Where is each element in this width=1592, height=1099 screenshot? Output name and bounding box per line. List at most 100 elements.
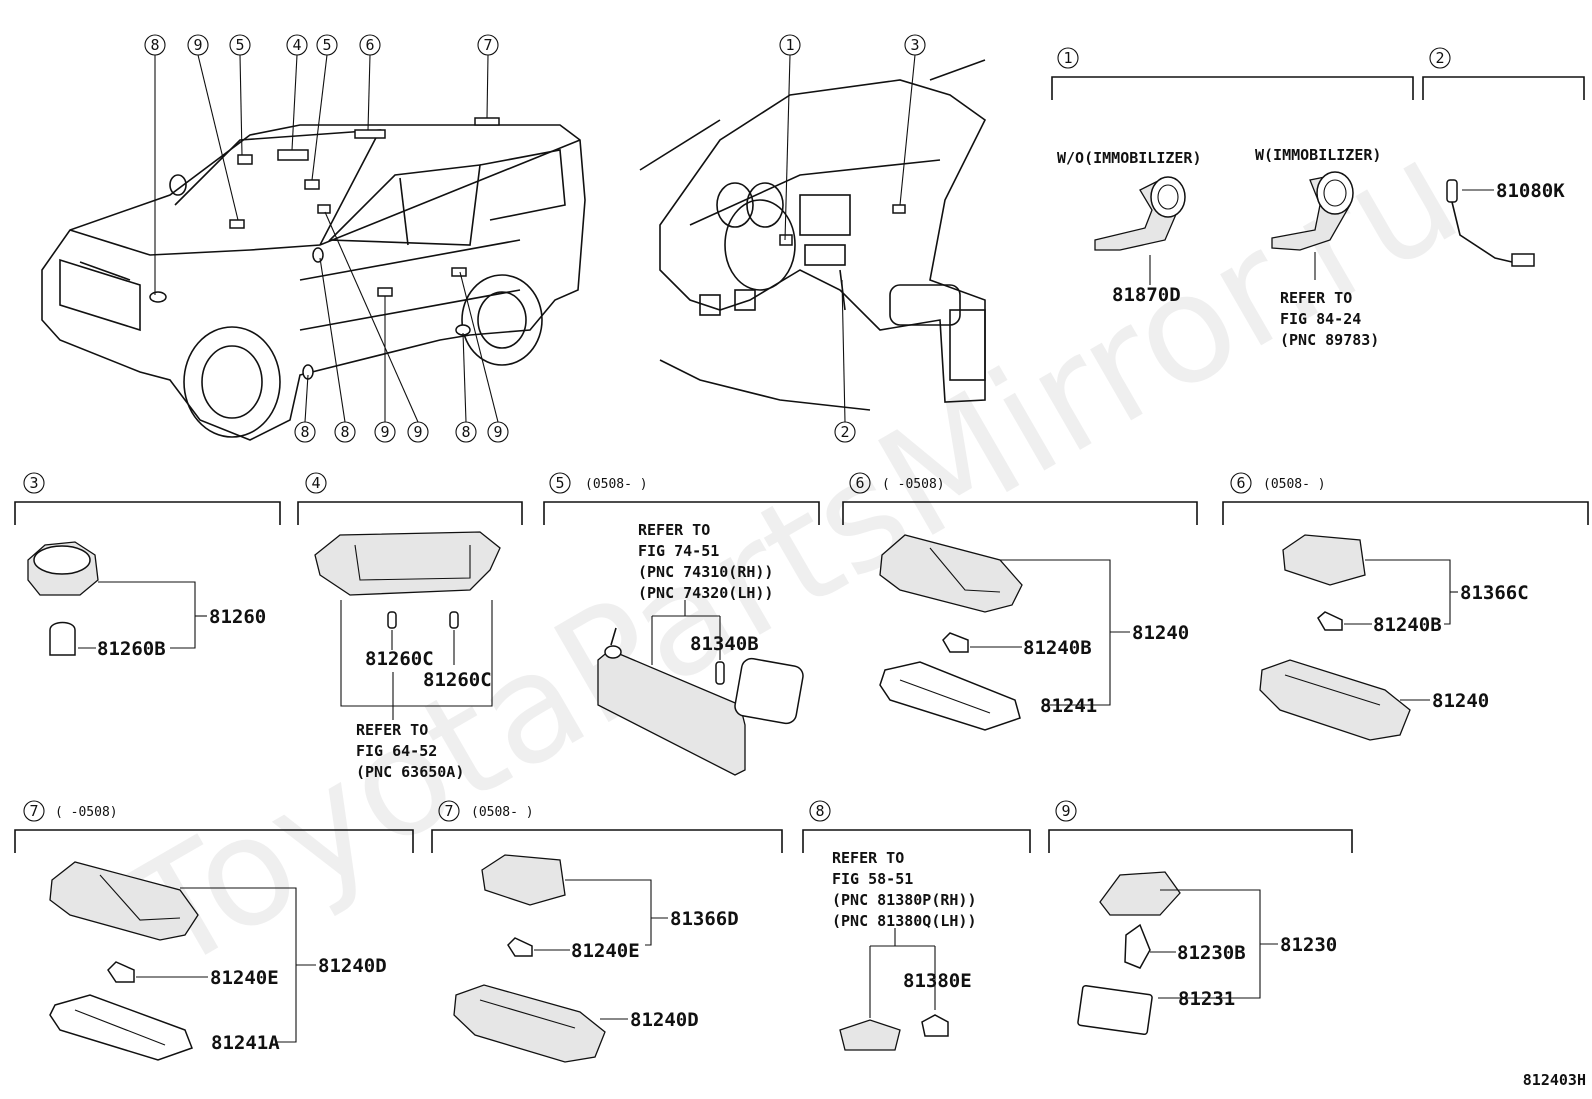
callout-1: 1: [779, 34, 801, 56]
svg-text:9: 9: [193, 36, 202, 54]
svg-text:5: 5: [555, 474, 564, 492]
svg-text:81240E: 81240E: [210, 967, 279, 989]
callout-9: 9: [374, 421, 396, 443]
svg-text:81080K: 81080K: [1496, 180, 1565, 202]
svg-text:8: 8: [150, 36, 159, 54]
svg-text:REFER TO: REFER TO: [832, 849, 904, 867]
svg-text:9: 9: [413, 423, 422, 441]
svg-text:7: 7: [444, 802, 453, 820]
svg-text:81366D: 81366D: [670, 908, 739, 930]
svg-text:81241A: 81241A: [211, 1032, 280, 1054]
svg-text:W(IMMOBILIZER): W(IMMOBILIZER): [1255, 146, 1381, 164]
section-7-room-lamp-early: 7 ( -0508) 81240D 81240E 81241A: [14, 800, 414, 1061]
section-6-dome-lamp-early: 6 ( -0508) 81240 81240B 81241: [842, 472, 1198, 731]
callout-6: 6: [359, 34, 381, 56]
svg-text:FIG 74-51: FIG 74-51: [638, 542, 719, 560]
svg-text:( -0508): ( -0508): [882, 477, 945, 492]
svg-text:81230B: 81230B: [1177, 942, 1246, 964]
callout-5: 5: [229, 34, 251, 56]
callout-2: 2: [834, 421, 856, 443]
svg-text:81260C: 81260C: [423, 669, 492, 691]
svg-text:81260: 81260: [209, 606, 266, 628]
svg-text:2: 2: [1435, 49, 1444, 67]
svg-text:( -0508): ( -0508): [55, 805, 118, 820]
svg-text:81260B: 81260B: [97, 638, 166, 660]
svg-text:81340B: 81340B: [690, 633, 759, 655]
svg-text:7: 7: [29, 802, 38, 820]
svg-text:(PNC 74310(RH)): (PNC 74310(RH)): [638, 563, 773, 581]
svg-text:9: 9: [1061, 802, 1070, 820]
svg-text:4: 4: [292, 36, 301, 54]
svg-text:(0508- ): (0508- ): [471, 805, 534, 820]
svg-text:81240D: 81240D: [318, 955, 387, 977]
ignition-ring-w: [1271, 171, 1354, 251]
svg-text:FIG 64-52: FIG 64-52: [356, 742, 437, 760]
svg-text:81240B: 81240B: [1373, 614, 1442, 636]
svg-text:(PNC 89783): (PNC 89783): [1280, 331, 1379, 349]
svg-text:9: 9: [493, 423, 502, 441]
section-2-bulb-wire: 2 81080K: [1422, 47, 1585, 267]
svg-text:8: 8: [461, 423, 470, 441]
callout-7: 7: [477, 34, 499, 56]
callout-5: 5: [316, 34, 338, 56]
callout-9: 9: [407, 421, 429, 443]
svg-text:8: 8: [340, 423, 349, 441]
dashboard-illustration: [639, 54, 987, 423]
callout-8: 8: [334, 421, 356, 443]
svg-text:81241: 81241: [1040, 695, 1097, 717]
svg-text:W/O(IMMOBILIZER): W/O(IMMOBILIZER): [1057, 149, 1202, 167]
section-8-courtesy-lamp: 8 REFER TO FIG 58-51 (PNC 81380P(RH)) (P…: [802, 800, 1031, 1051]
svg-text:5: 5: [322, 36, 331, 54]
svg-text:81240E: 81240E: [571, 940, 640, 962]
svg-text:9: 9: [380, 423, 389, 441]
svg-text:81870D: 81870D: [1112, 284, 1181, 306]
callout-8: 8: [455, 421, 477, 443]
svg-text:REFER TO: REFER TO: [1280, 289, 1352, 307]
svg-text:(PNC 81380Q(LH)): (PNC 81380Q(LH)): [832, 912, 977, 930]
svg-text:REFER TO: REFER TO: [638, 521, 710, 539]
overview-callouts: 8 9 5 4 5 6 7 1 3 8 8 9 9 8 9 2: [144, 34, 926, 443]
callout-9: 9: [187, 34, 209, 56]
section-1-ignition-illumination: 1 W/O(IMMOBILIZER) W(IMMOBILIZER) 81870D…: [1051, 47, 1414, 349]
svg-text:81380E: 81380E: [903, 970, 972, 992]
svg-text:(0508- ): (0508- ): [585, 477, 648, 492]
callout-3: 3: [904, 34, 926, 56]
callout-8: 8: [294, 421, 316, 443]
ignition-ring-wo: [1094, 176, 1186, 251]
svg-text:4: 4: [311, 474, 320, 492]
svg-text:81260C: 81260C: [365, 648, 434, 670]
svg-text:81230: 81230: [1280, 934, 1337, 956]
svg-text:8: 8: [815, 802, 824, 820]
svg-text:81240: 81240: [1432, 690, 1489, 712]
diagram-id: 812403H: [1523, 1071, 1586, 1089]
section-9-footwell-lamp: 9 81230 81230B 81231: [1048, 800, 1353, 1036]
svg-text:81240B: 81240B: [1023, 637, 1092, 659]
section-4-map-lamp: 4 81260C 81260C REFER TO FIG 64-52 (PNC …: [297, 472, 523, 781]
svg-text:REFER TO: REFER TO: [356, 721, 428, 739]
svg-text:81231: 81231: [1178, 988, 1235, 1010]
svg-text:3: 3: [29, 474, 38, 492]
callout-9: 9: [487, 421, 509, 443]
svg-text:(PNC 74320(LH)): (PNC 74320(LH)): [638, 584, 773, 602]
svg-text:3: 3: [910, 36, 919, 54]
svg-text:8: 8: [300, 423, 309, 441]
svg-text:7: 7: [483, 36, 492, 54]
vehicle-illustration: [41, 54, 586, 441]
svg-text:81366C: 81366C: [1460, 582, 1529, 604]
svg-text:5: 5: [235, 36, 244, 54]
svg-text:6: 6: [855, 474, 864, 492]
svg-text:81240: 81240: [1132, 622, 1189, 644]
section-3-lamp: 3 81260 81260B: [14, 472, 281, 660]
svg-text:1: 1: [1063, 49, 1072, 67]
svg-text:(PNC 63650A): (PNC 63650A): [356, 763, 464, 781]
svg-text:(0508- ): (0508- ): [1263, 477, 1326, 492]
svg-text:6: 6: [365, 36, 374, 54]
svg-text:FIG 84-24: FIG 84-24: [1280, 310, 1361, 328]
svg-text:2: 2: [840, 423, 849, 441]
svg-text:FIG 58-51: FIG 58-51: [832, 870, 913, 888]
svg-text:81240D: 81240D: [630, 1009, 699, 1031]
svg-text:1: 1: [785, 36, 794, 54]
section-7-room-lamp-late: 7 (0508- ) 81366D 81240E 81240D: [431, 800, 783, 1063]
svg-text:(PNC 81380P(RH)): (PNC 81380P(RH)): [832, 891, 977, 909]
callout-8: 8: [144, 34, 166, 56]
